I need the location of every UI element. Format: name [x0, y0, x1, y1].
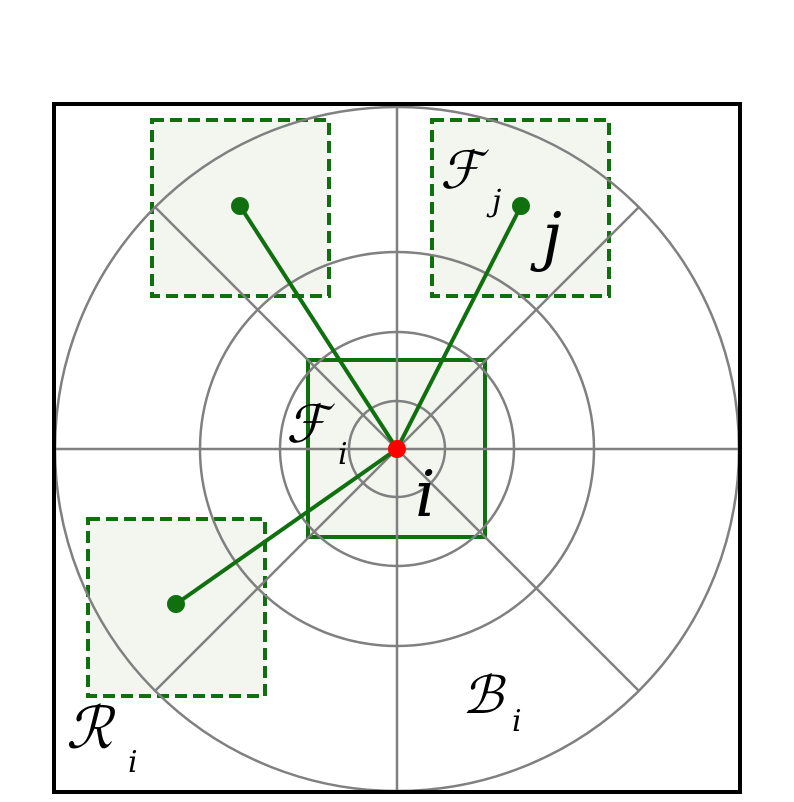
label-F-i: ℱ i: [286, 395, 348, 472]
edge-to-top-left: [238, 204, 399, 451]
connections: [174, 204, 523, 606]
outer-frame: [52, 102, 742, 794]
red-dot-icon: [388, 440, 406, 458]
label-B-i-subscript: i: [512, 704, 522, 739]
label-B-i: ℬ i: [462, 666, 522, 739]
label-i: i: [415, 458, 435, 532]
label-B-i-symbol: ℬ: [462, 666, 506, 726]
green-dot-icon: [512, 197, 530, 215]
label-F-j-symbol: ℱ: [440, 141, 489, 201]
green-dot-icon: [167, 595, 185, 613]
label-R-i-subscript: i: [128, 745, 138, 780]
label-F-i-subscript: i: [338, 437, 348, 472]
edge-to-bottom-left: [174, 447, 399, 606]
green-dot-icon: [231, 197, 249, 215]
label-R-i: ℛ i: [66, 694, 138, 780]
edge-to-j: [395, 204, 523, 451]
label-R-i-symbol: ℛ: [66, 694, 116, 762]
label-F-i-symbol: ℱ: [286, 395, 335, 455]
